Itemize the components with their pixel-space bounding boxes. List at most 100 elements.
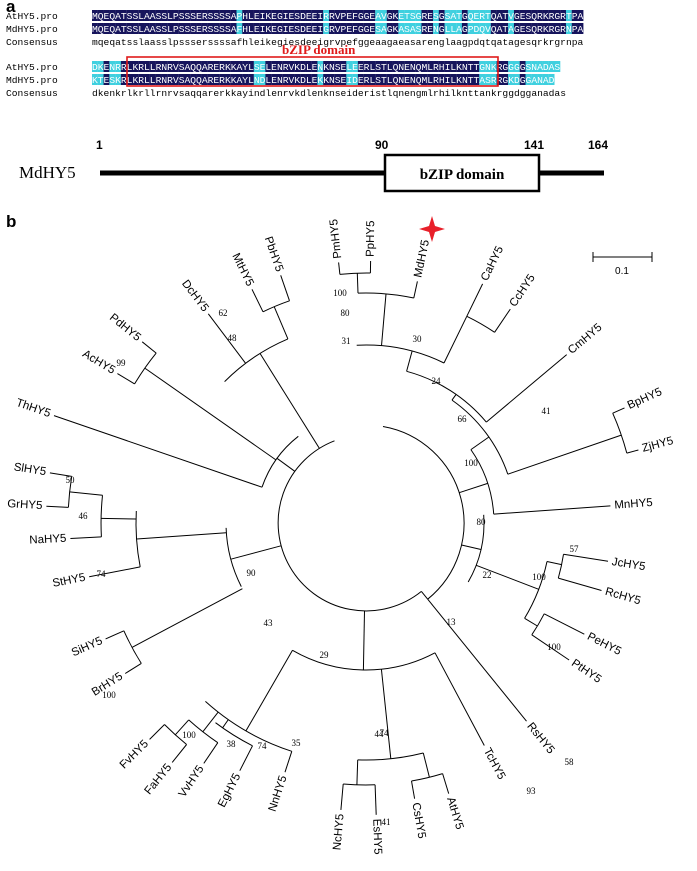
- residue-shade: [502, 23, 509, 34]
- residue-shade: [433, 74, 439, 85]
- residue-shade: [444, 61, 451, 72]
- panel-b-letter: b: [6, 212, 16, 231]
- residue-shade: [328, 10, 335, 21]
- residue-shade: [144, 74, 150, 85]
- residue-shade: [444, 23, 451, 34]
- residue-shade: [525, 10, 532, 21]
- residue-shade: [184, 74, 191, 85]
- bootstrap-value: 80: [477, 517, 487, 527]
- residue-shade: [513, 74, 520, 85]
- taxon-label-nnhy5: NnHY5: [267, 774, 290, 813]
- bootstrap-value: 66: [458, 414, 468, 424]
- residue-shade: [172, 74, 179, 85]
- residue-shade: [427, 10, 434, 21]
- residue-shade: [224, 61, 231, 72]
- tree-terminal-branch: [374, 784, 377, 815]
- residue-shade: [149, 61, 156, 72]
- residue-shade: [542, 74, 549, 85]
- residue-shade: [421, 10, 428, 21]
- residue-shade: [554, 61, 561, 72]
- sequence-name: MdHY5.pro: [6, 75, 58, 86]
- residue-shade: [519, 61, 526, 72]
- residue-shade: [120, 61, 127, 72]
- residue-shade: [450, 61, 457, 72]
- mtpb-arc: [262, 300, 290, 313]
- jcrc-arc: [557, 554, 564, 579]
- tree-branch: [230, 545, 282, 560]
- position-label-domain-end: 141: [524, 138, 544, 152]
- residue-shade: [271, 10, 278, 21]
- residue-shade: [219, 61, 226, 72]
- residue-shade: [427, 74, 434, 85]
- residue-shade: [109, 61, 116, 72]
- residue-shade: [375, 23, 382, 34]
- residue-shade: [120, 23, 127, 34]
- tree-terminal-branch: [485, 354, 568, 423]
- domain-map-protein-name: MdHY5: [19, 163, 76, 182]
- cmhy5-arc: [406, 370, 487, 423]
- bzip-domain-box-label: bZIP domain: [420, 167, 505, 183]
- residue-shade: [242, 23, 249, 34]
- residue-shade: [323, 74, 330, 85]
- residue-shade: [513, 23, 520, 34]
- residue-shade: [201, 23, 208, 34]
- residue-shade: [554, 23, 561, 34]
- residue-shade: [363, 74, 370, 85]
- residue-shade: [496, 23, 503, 34]
- tree-terminal-branch: [543, 613, 585, 635]
- residue-shade: [219, 23, 226, 34]
- tree-terminal-branch: [239, 745, 253, 771]
- sequence-text: dkenkrlkrllrnrvsaqqarerkkayindlenrvkdlen…: [92, 88, 566, 99]
- taxon-label-achy5: AcHY5: [80, 348, 117, 377]
- tree-terminal-branch: [531, 634, 570, 661]
- residue-shade: [126, 61, 133, 72]
- residue-shade: [357, 10, 364, 21]
- residue-shade: [438, 10, 445, 21]
- residue-shade: [224, 23, 231, 34]
- residue-shade: [357, 23, 364, 34]
- tree-branch: [507, 434, 622, 475]
- position-label-domain-start: 90: [375, 138, 389, 152]
- residue-shade: [334, 61, 341, 72]
- residue-shade: [184, 23, 191, 34]
- atcs-arc: [411, 773, 443, 782]
- tree-branch: [546, 561, 562, 566]
- residue-shade: [565, 23, 572, 34]
- residue-shade: [560, 23, 567, 34]
- taxon-label-pthy5: PtHY5: [569, 657, 603, 686]
- residue-shade: [508, 61, 515, 72]
- residue-shade: [479, 10, 486, 21]
- residue-shade: [155, 10, 162, 21]
- residue-shade: [386, 23, 393, 34]
- residue-shade: [311, 10, 318, 21]
- residue-shade: [398, 74, 405, 85]
- residue-shade: [265, 61, 272, 72]
- residue-shade: [167, 61, 174, 72]
- tree-branch: [222, 719, 229, 729]
- residue-shade: [288, 10, 295, 21]
- tree-terminal-branch: [411, 780, 416, 799]
- residue-shade: [427, 23, 434, 34]
- residue-shade: [271, 61, 278, 72]
- residue-shade: [172, 10, 179, 21]
- residue-shade: [271, 23, 278, 34]
- taxon-label-pphy5: PpHY5: [365, 220, 378, 257]
- residue-shade: [132, 61, 139, 72]
- bootstrap-value: 41: [382, 817, 391, 827]
- bootstrap-value: 31: [342, 336, 351, 346]
- tree-branch: [459, 482, 488, 494]
- residue-shade: [172, 61, 179, 72]
- residue-shade: [178, 61, 185, 72]
- residue-shade: [207, 23, 214, 34]
- residue-shade: [92, 10, 98, 21]
- residue-shade: [311, 23, 318, 34]
- residue-shade: [548, 74, 555, 85]
- residue-shade: [490, 23, 497, 34]
- sequence-name: Consensus: [6, 37, 58, 48]
- residue-shade: [473, 61, 480, 72]
- highlight-star-icon: [419, 216, 445, 242]
- tree-terminal-branch: [149, 724, 165, 740]
- residue-shade: [328, 74, 335, 85]
- residue-shade: [109, 23, 116, 34]
- jcpe-arc: [524, 561, 548, 619]
